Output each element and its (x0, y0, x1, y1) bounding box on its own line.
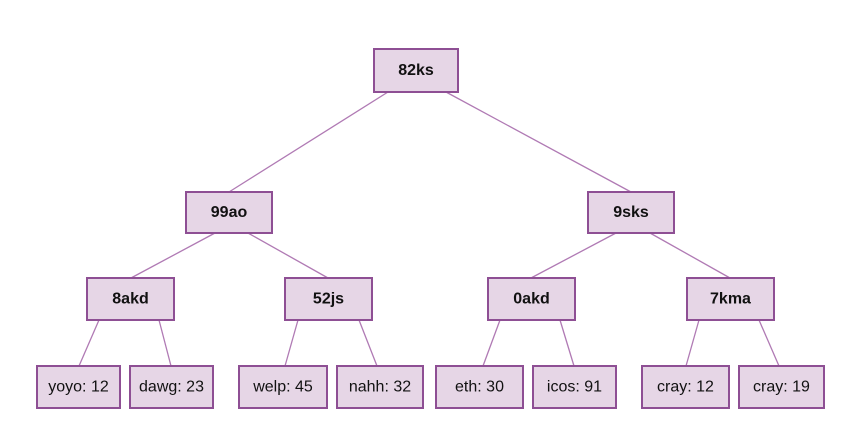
node-9sks: 9sks (587, 191, 675, 234)
node-8akd-label: 8akd (112, 291, 148, 308)
leaf-eth: eth: 30 (435, 365, 524, 409)
edge-9sks-0akd (530, 232, 617, 279)
edge-99ao-8akd (130, 232, 216, 279)
node-root: 82ks (373, 48, 459, 93)
edge-99ao-52js (247, 232, 329, 279)
leaf-welp: welp: 45 (238, 365, 328, 409)
edge-root-right (445, 91, 632, 193)
node-52js-label: 52js (313, 291, 344, 308)
leaf-icos-label: icos: 91 (547, 379, 602, 396)
node-7kma-label: 7kma (710, 291, 751, 308)
leaf-dawg: dawg: 23 (129, 365, 214, 409)
leaf-cray-19-label: cray: 19 (753, 379, 810, 396)
leaf-eth-label: eth: 30 (455, 379, 504, 396)
node-99ao: 99ao (185, 191, 273, 234)
node-8akd: 8akd (86, 277, 175, 321)
leaf-cray-12: cray: 12 (641, 365, 730, 409)
node-52js: 52js (284, 277, 373, 321)
edge-7kma-cray19 (758, 319, 780, 367)
edge-52js-nahh (358, 319, 378, 367)
node-0akd: 0akd (487, 277, 576, 321)
leaf-yoyo: yoyo: 12 (36, 365, 121, 409)
node-9sks-label: 9sks (613, 204, 649, 221)
edge-root-left (228, 91, 389, 193)
node-99ao-label: 99ao (211, 204, 248, 221)
node-0akd-label: 0akd (513, 291, 549, 308)
edge-8akd-yoyo (78, 319, 100, 367)
leaf-nahh-label: nahh: 32 (349, 379, 411, 396)
edge-0akd-icos (559, 319, 575, 367)
edge-52js-welp (284, 319, 299, 367)
leaf-nahh: nahh: 32 (336, 365, 424, 409)
leaf-yoyo-label: yoyo: 12 (48, 379, 109, 396)
edge-9sks-7kma (649, 232, 731, 279)
edges (78, 91, 780, 367)
leaf-cray-12-label: cray: 12 (657, 379, 714, 396)
leaf-dawg-label: dawg: 23 (139, 379, 204, 396)
leaf-welp-label: welp: 45 (252, 379, 313, 396)
node-7kma: 7kma (686, 277, 775, 321)
leaf-icos: icos: 91 (532, 365, 617, 409)
edge-7kma-cray12 (685, 319, 700, 367)
edge-0akd-eth (482, 319, 501, 367)
node-root-label: 82ks (398, 62, 434, 79)
leaf-cray-19: cray: 19 (738, 365, 825, 409)
edge-8akd-dawg (158, 319, 172, 367)
